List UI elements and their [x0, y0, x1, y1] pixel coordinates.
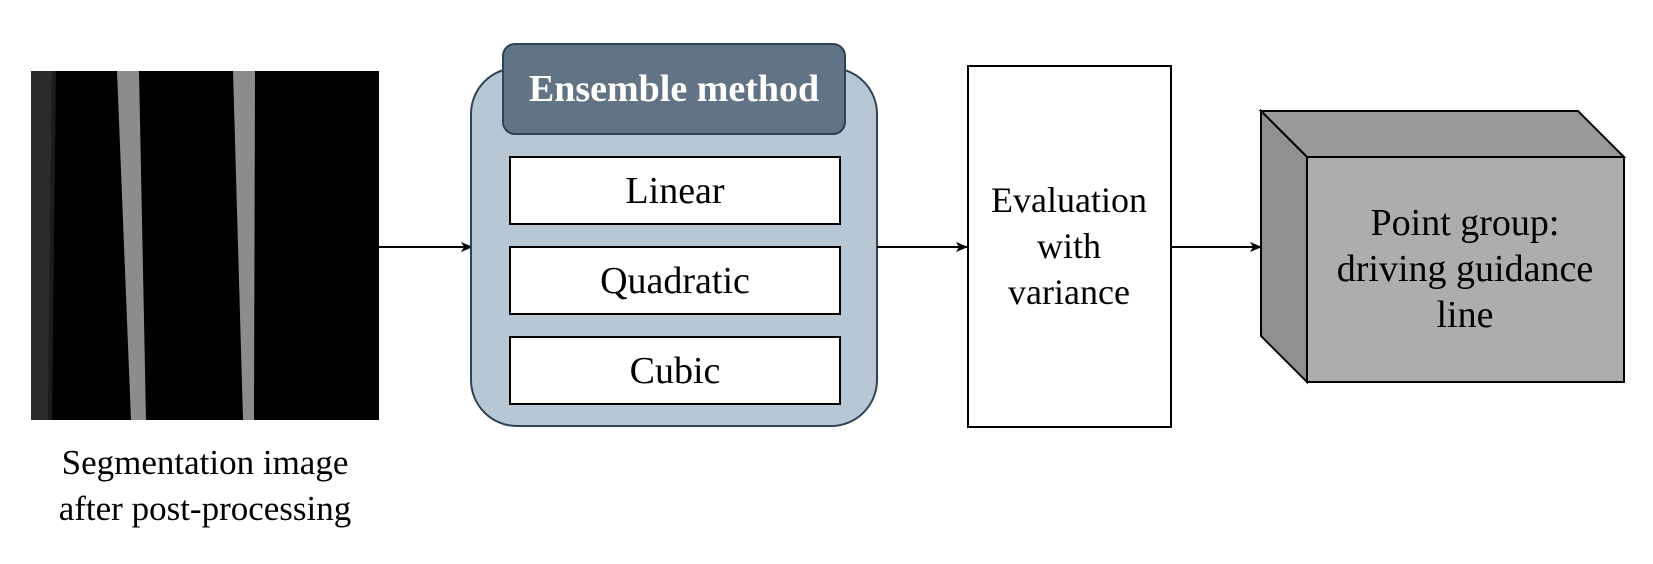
- ensemble-title: Ensemble method: [529, 68, 819, 110]
- ensemble-title-box: [502, 43, 846, 135]
- output-line-2: driving guidance: [1337, 248, 1593, 290]
- cube-front-face: [1306, 156, 1625, 383]
- method-label-quadratic: Quadratic: [600, 260, 750, 302]
- output-cube: Point group: driving guidance line: [1258, 108, 1627, 385]
- method-label-cubic: Cubic: [630, 350, 721, 392]
- evaluation-block: Evaluation with variance: [967, 65, 1172, 428]
- output-line-1: Point group:: [1371, 202, 1560, 244]
- method-box-cubic: [509, 336, 841, 405]
- caption-line-1: Segmentation image: [61, 443, 349, 482]
- cube-side-face: [1260, 108, 1308, 385]
- output-line-3: line: [1437, 294, 1494, 336]
- evaluation-line-2: with: [1037, 226, 1101, 266]
- method-box-linear: [509, 156, 841, 225]
- ensemble-method-block: Ensemble method Linear Quadratic Cubic: [470, 43, 878, 427]
- cube-top-face: [1258, 110, 1627, 158]
- evaluation-line-1: Evaluation: [991, 180, 1147, 220]
- segmentation-image: [31, 71, 379, 420]
- segmentation-caption: Segmentation image after post-processing: [10, 440, 400, 532]
- caption-line-2: after post-processing: [58, 489, 352, 528]
- evaluation-line-3: variance: [1008, 272, 1130, 312]
- method-label-linear: Linear: [625, 170, 725, 212]
- method-box-quadratic: [509, 246, 841, 315]
